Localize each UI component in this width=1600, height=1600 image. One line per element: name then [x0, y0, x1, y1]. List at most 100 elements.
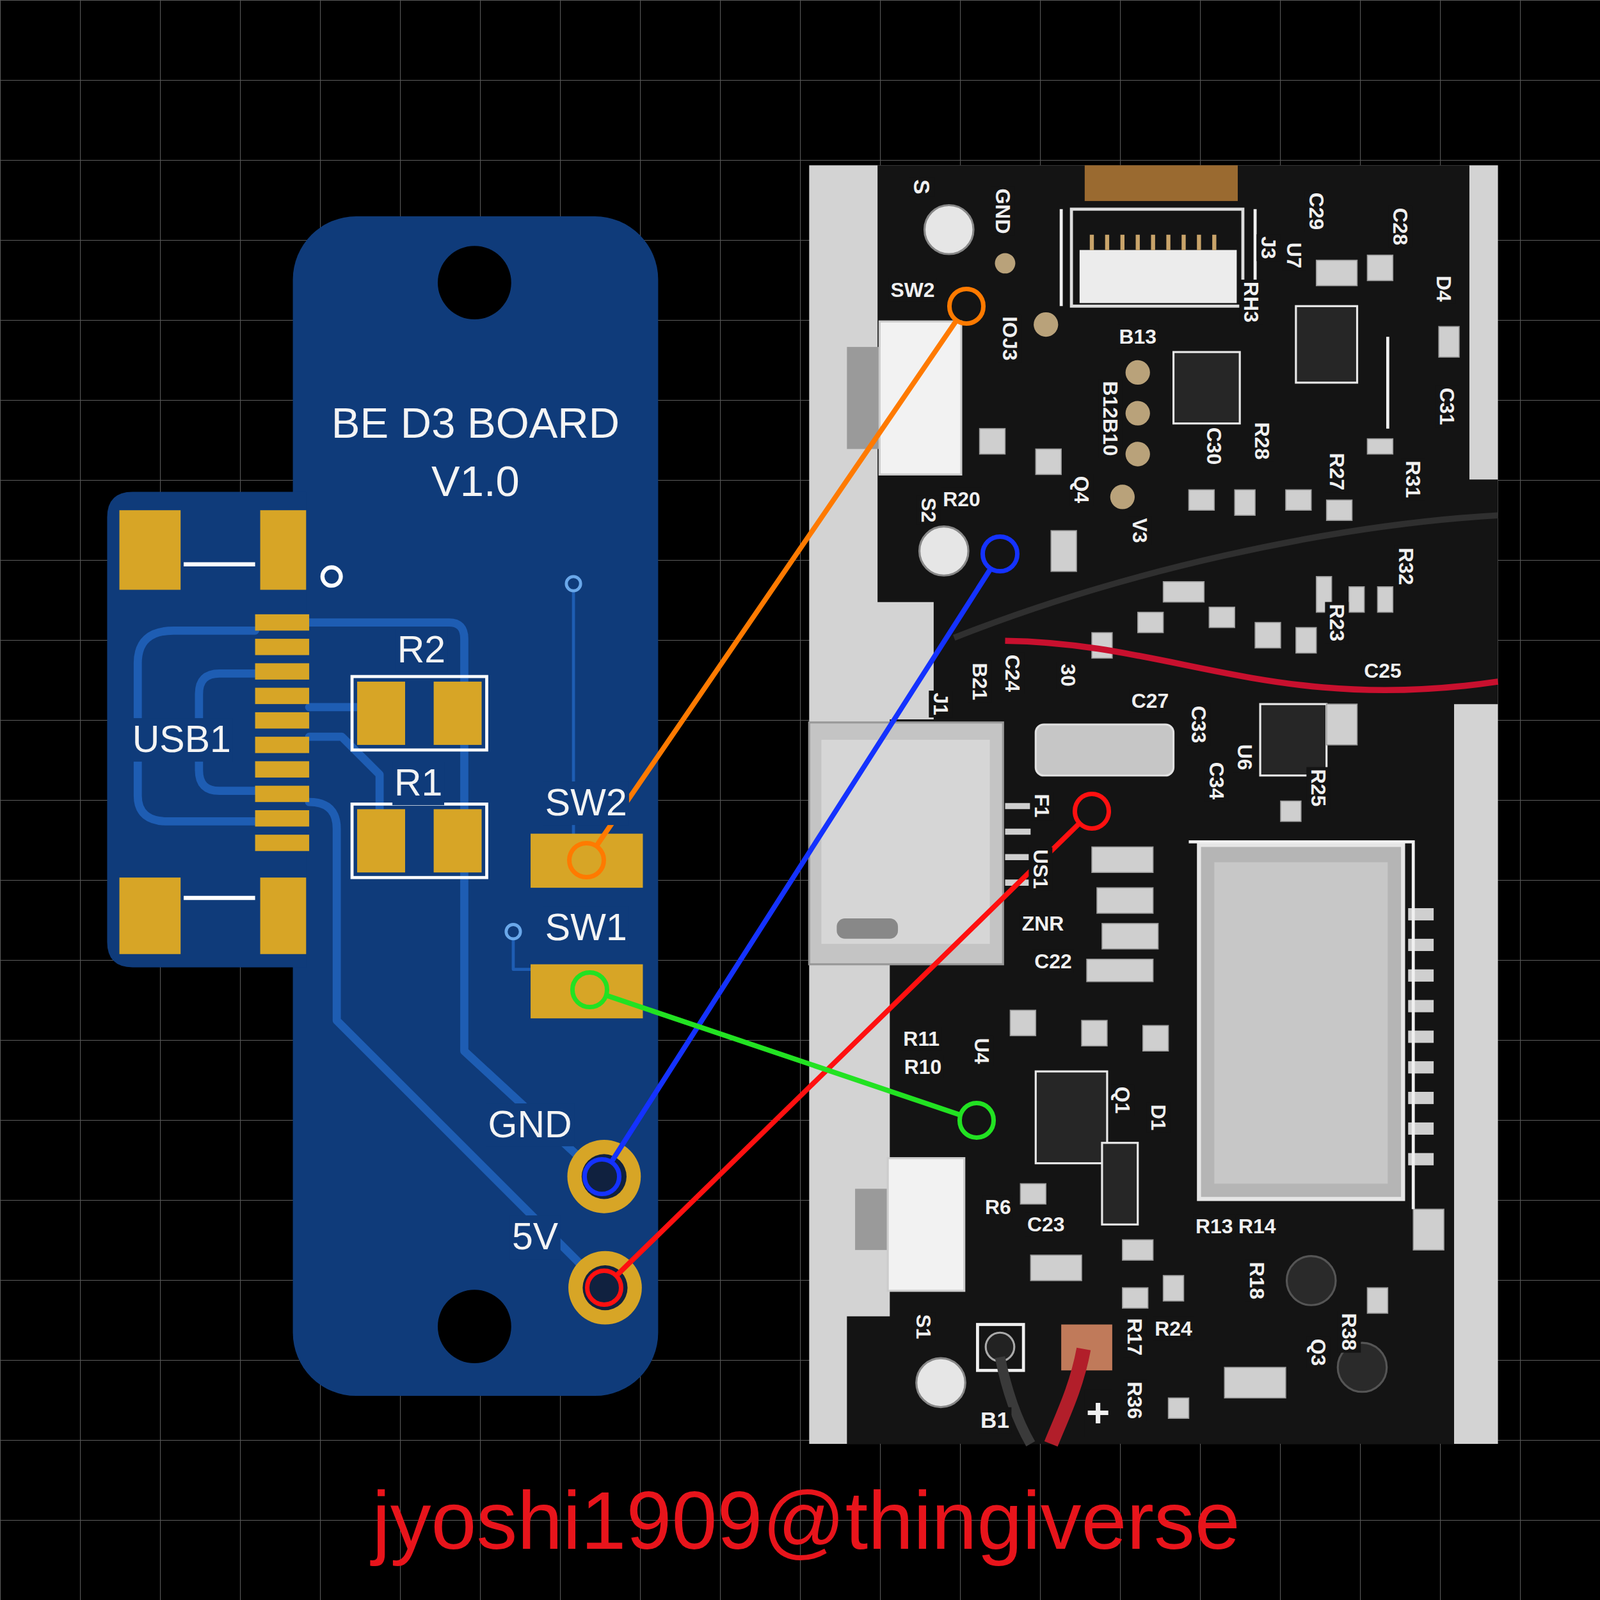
part-label: R2: [395, 628, 448, 672]
pin-label: GND: [485, 1103, 574, 1147]
passive-component: [1367, 255, 1393, 281]
passive-component: [1091, 846, 1154, 873]
passive-component: [1326, 499, 1353, 521]
wire-endpoint: 5V: [584, 1268, 624, 1308]
silkscreen-label: R31: [1401, 458, 1426, 501]
test-pad: [1033, 312, 1058, 337]
resistor-pad: [357, 681, 406, 745]
silkscreen-label: S1: [912, 1312, 936, 1341]
silkscreen-label: C34: [1204, 759, 1229, 802]
passive-component: [1326, 704, 1358, 745]
board-title: BE D3 BOARD V1.0: [307, 393, 644, 511]
passive-component: [1234, 489, 1256, 516]
battery-cable: [954, 515, 1499, 690]
passive-component: [1438, 326, 1460, 358]
tactile-switch: [879, 321, 962, 475]
silkscreen-label: D4: [1432, 273, 1456, 304]
silkscreen-label: B13: [1116, 325, 1159, 349]
tactile-switch: [887, 1158, 965, 1291]
micro-usb-socket: [808, 722, 1031, 965]
usb-footprint: [119, 877, 182, 955]
mounting-hole: [919, 526, 969, 576]
battery-cable: [954, 515, 1499, 638]
resistor-pad: [433, 681, 482, 745]
wire-endpoint: R20: [980, 534, 1020, 574]
switch-pad: [530, 833, 643, 1019]
pcb-board: [293, 216, 659, 1396]
usb-footprint: [255, 785, 310, 803]
silkscreen-label: US1: [1029, 847, 1053, 891]
silkscreen-label: C31: [1434, 385, 1459, 427]
silkscreen-label: R36: [1123, 1379, 1147, 1421]
silkscreen-label: IOJ3: [998, 314, 1023, 363]
passive-component: [979, 428, 1006, 455]
passive-component: [1280, 801, 1302, 822]
silkscreen-label: GND: [991, 186, 1016, 236]
power-pad: [581, 1153, 627, 1199]
pin-label: SW1: [543, 906, 630, 950]
wire: [597, 321, 956, 845]
silkscreen-label: C29: [1304, 190, 1328, 233]
silkscreen-label: Q4: [1070, 474, 1094, 506]
passive-component: [1163, 581, 1205, 603]
test-pad: [1125, 401, 1151, 426]
test-pad: [1125, 360, 1151, 385]
wire: [618, 824, 1079, 1275]
passive-component: [1122, 1239, 1154, 1261]
passive-component: [1009, 1009, 1036, 1036]
photo-background: [808, 165, 1498, 1444]
silkscreen-label: R17: [1123, 1315, 1147, 1358]
passive-component: [1224, 1367, 1286, 1398]
test-pad: [995, 252, 1151, 509]
usb-footprint: [119, 510, 182, 590]
usb-footprint: [255, 760, 310, 778]
passive-component: [1096, 887, 1154, 914]
passive-component: [1285, 489, 1312, 511]
silkscreen-label: S: [908, 177, 935, 197]
silkscreen-label: J3: [1256, 234, 1280, 262]
silkscreen-mark: [183, 896, 256, 900]
wire: [608, 995, 959, 1115]
silkscreen-label: B12B10: [1098, 378, 1122, 458]
micro-usb-socket: [836, 918, 898, 939]
passive-component: [1163, 1275, 1184, 1302]
silkscreen-label: C28: [1388, 206, 1412, 248]
silkscreen-label: RH3: [1239, 279, 1263, 325]
silkscreen-label: U6: [1233, 741, 1257, 772]
pin-label: 5V: [510, 1215, 561, 1259]
passive-component: [1296, 627, 1317, 654]
switch-pad: [530, 833, 643, 889]
usb-footprint: [260, 877, 307, 955]
ic-chip: [1173, 352, 1241, 424]
fpc-connector: [1079, 250, 1238, 304]
silkscreen-label: C25: [1361, 658, 1404, 683]
crystal: [1035, 724, 1174, 776]
photo-background: [808, 165, 1498, 1444]
passive-component: [1030, 1255, 1082, 1281]
passive-component: [1122, 1287, 1149, 1309]
micro-usb-socket: [1004, 806, 1031, 884]
usb-footprint: [255, 638, 310, 656]
silkscreen-mark: [183, 562, 256, 567]
usb-footprint: [255, 614, 310, 632]
silkscreen-label: R6: [983, 1195, 1014, 1220]
silkscreen-label: 30: [1056, 662, 1081, 690]
resistor-pad: [357, 681, 482, 873]
copper-trace: [137, 592, 600, 1284]
silkscreen-label: R28: [1250, 419, 1275, 462]
silkscreen-label: C24: [1000, 652, 1024, 695]
rf-shield: [1214, 862, 1388, 1184]
silkscreen-label: C33: [1187, 704, 1211, 746]
battery-pad: [985, 1332, 1015, 1362]
fpc-connector: [1071, 209, 1243, 306]
silkscreen-label: R25: [1306, 766, 1331, 809]
passive-component: [1255, 622, 1281, 649]
ic-chip: [1102, 1143, 1138, 1225]
silkscreen-label: U7: [1281, 240, 1306, 271]
silkscreen-label: R18: [1245, 1260, 1270, 1302]
passive-component: [1102, 923, 1159, 950]
pin-label: F1: [1030, 791, 1055, 820]
fpc-connector: [1091, 234, 1215, 251]
